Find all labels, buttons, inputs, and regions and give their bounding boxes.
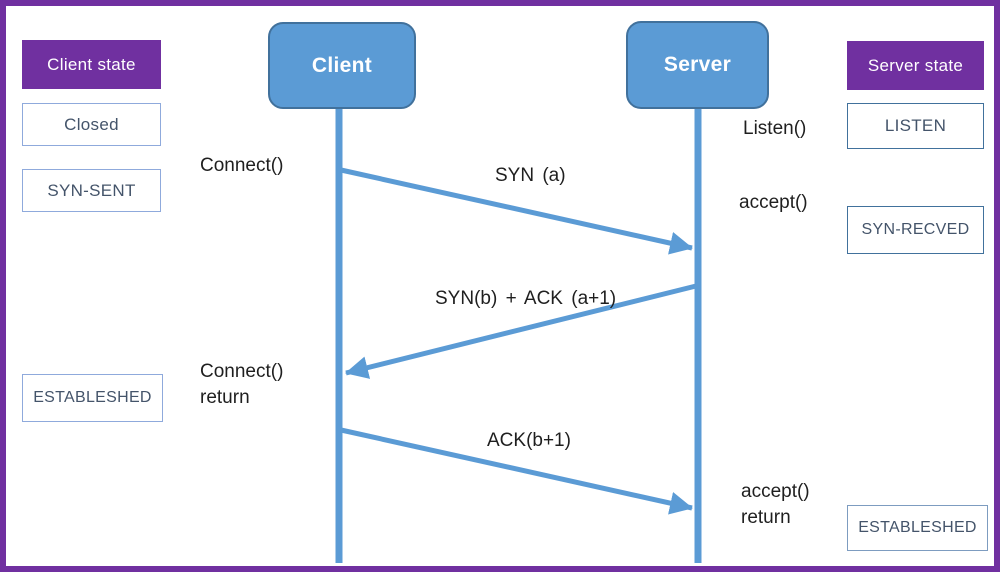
state-box-established-server: ESTABLESHED — [847, 505, 988, 551]
syn-ack-message-label: SYN(b) + ACK (a+1) — [435, 288, 617, 309]
syn-message-label: SYN (a) — [495, 165, 566, 186]
connect-return-label: Connect() return — [200, 361, 284, 408]
syn-ack-arrow — [345, 283, 697, 379]
state-box-syn-sent: SYN-SENT — [22, 169, 161, 212]
client-actor-box: Client — [268, 22, 416, 109]
accept-call-label: accept() — [739, 192, 808, 213]
ack-arrow — [340, 427, 693, 515]
connect-call-label: Connect() — [200, 155, 284, 176]
state-box-established-client: ESTABLESHED — [22, 374, 163, 422]
ack-message-label: ACK(b+1) — [487, 430, 571, 451]
server-actor-box: Server — [626, 21, 769, 109]
client-state-header: Client state — [22, 40, 161, 89]
listen-call-label: Listen() — [743, 118, 807, 139]
sequence-lines-layer — [335, 106, 702, 563]
accept-return-label: accept() return — [741, 481, 810, 528]
state-box-syn-recved: SYN-RECVED — [847, 206, 984, 254]
state-box-listen: LISTEN — [847, 103, 984, 149]
server-state-header: Server state — [847, 41, 984, 90]
state-box-closed: Closed — [22, 103, 161, 146]
syn-arrow — [340, 167, 693, 255]
